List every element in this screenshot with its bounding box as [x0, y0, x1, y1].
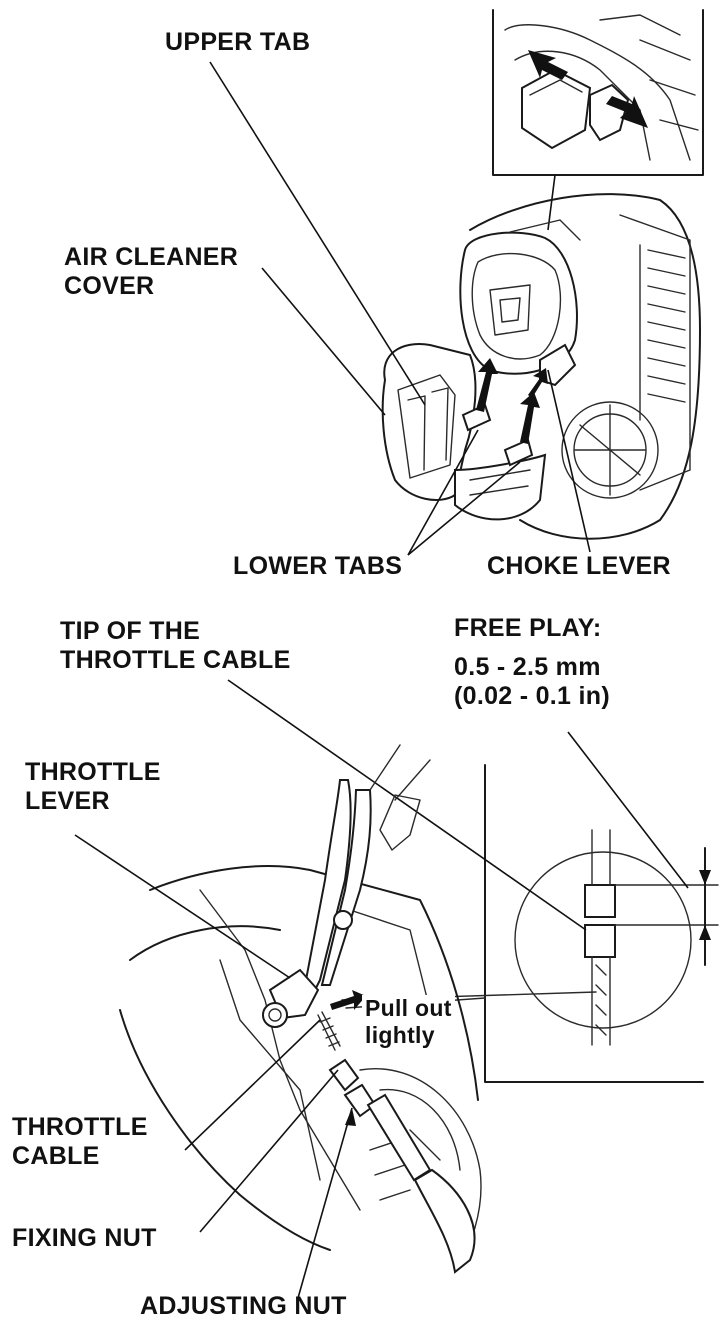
air-cleaner-illustration — [209, 9, 704, 556]
free-play-detail-inset — [484, 731, 719, 1083]
inset-arrow-upper — [528, 50, 568, 80]
adjusting-nut-part — [343, 1083, 377, 1118]
tip-of-throttle-cable-label: TIP OF THE THROTTLE CABLE — [60, 617, 291, 674]
free-play-in: (0.02 - 0.1 in) — [454, 682, 610, 710]
throttle-lever-label: THROTTLE LEVER — [25, 758, 161, 815]
upper-tab-detail-inset — [492, 9, 704, 231]
throttle-cable-label: THROTTLE CABLE — [12, 1113, 148, 1170]
choke-lever-label: CHOKE LEVER — [487, 552, 671, 580]
tab-arrow-upper — [476, 358, 498, 412]
cable-housing-part — [413, 1168, 476, 1274]
throttle-cable-illustration — [74, 679, 719, 1299]
upper-tab-label: UPPER TAB — [165, 28, 311, 56]
fixing-nut-label: FIXING NUT — [12, 1224, 157, 1252]
air-cleaner-cover-label: AIR CLEANER COVER — [64, 243, 239, 300]
free-play-title: FREE PLAY: — [454, 614, 602, 642]
pull-arrow — [330, 990, 366, 1010]
choke-arrow — [528, 368, 548, 398]
cooling-fins — [639, 244, 686, 421]
inset-arrow-lower — [606, 96, 648, 128]
free-play-mm: 0.5 - 2.5 mm — [454, 653, 601, 681]
free-play-value: 0.5 - 2.5 mm (0.02 - 0.1 in) — [454, 653, 610, 711]
adjusting-nut-label: ADJUSTING NUT — [140, 1292, 347, 1320]
tab-arrow-lower — [520, 392, 540, 444]
pull-out-lightly-label: Pull out lightly — [362, 995, 455, 1049]
lower-tabs-label: LOWER TABS — [233, 552, 403, 580]
fixing-nut-part — [328, 1058, 360, 1092]
